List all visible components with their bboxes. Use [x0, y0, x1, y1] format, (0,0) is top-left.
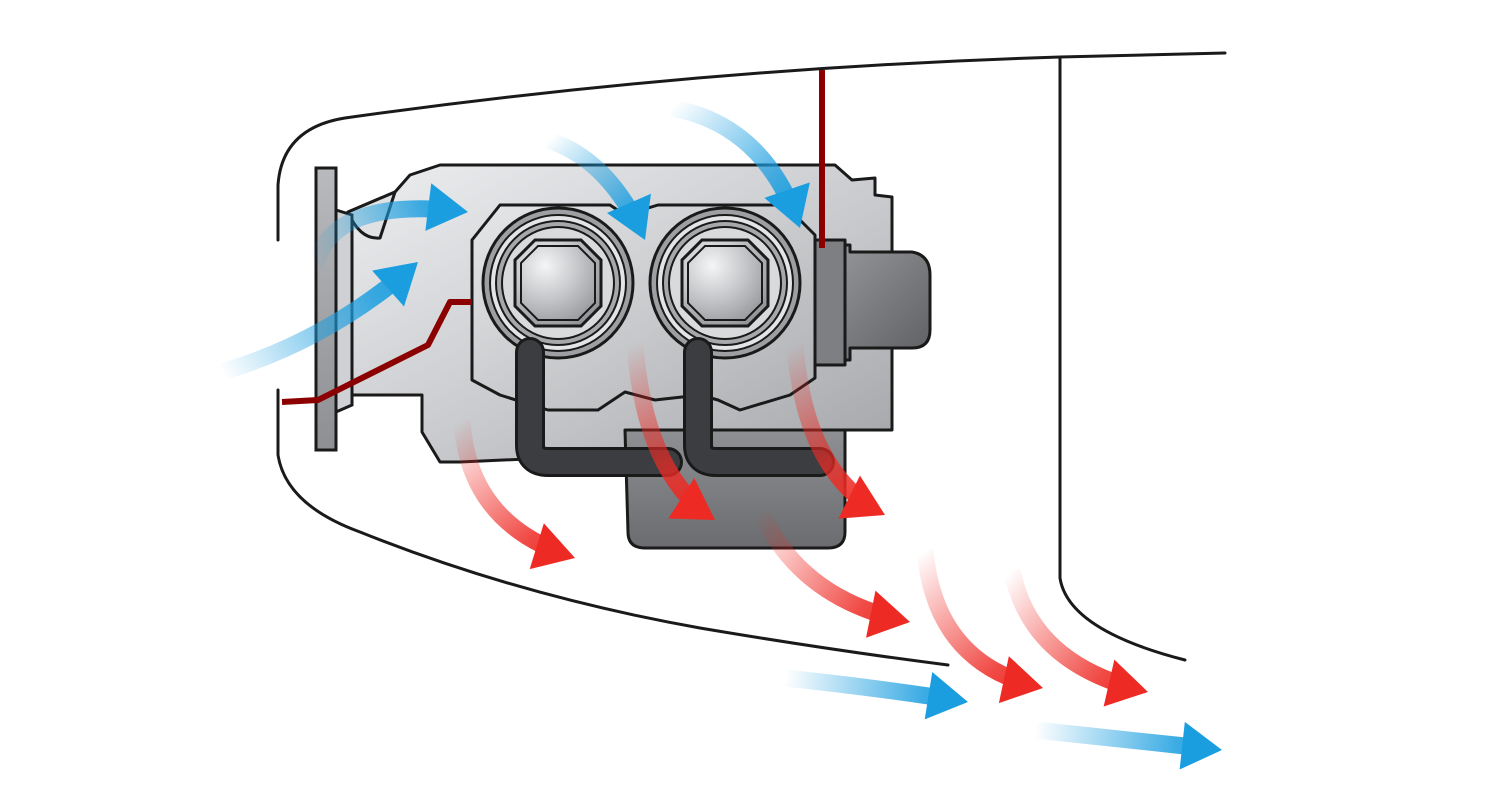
cool-airflow-arrow — [545, 131, 651, 240]
airflow-arrows — [219, 99, 1222, 770]
cowling-outline — [276, 51, 1227, 667]
exhaust-pipes — [515, 337, 835, 477]
flange-plate — [314, 166, 338, 452]
cool-airflow-arrow — [219, 262, 418, 381]
ignition-wire-front — [281, 299, 472, 405]
accessory-flange — [813, 238, 847, 367]
arrow-blue-icon — [425, 183, 468, 231]
hot-airflow-arrow — [626, 344, 715, 520]
arrow-red-icon — [1103, 659, 1148, 707]
arrow-shaft — [545, 131, 636, 213]
cylinder-right-cap — [680, 238, 770, 328]
arrow-blue-icon — [606, 193, 651, 240]
cylinder-left-cap — [513, 238, 603, 328]
hot-airflow-arrow — [752, 506, 910, 638]
arrow-shaft — [306, 200, 433, 271]
arrow-red-icon — [838, 475, 885, 519]
arrow-shaft — [453, 419, 546, 553]
hot-airflow-arrow — [453, 419, 575, 570]
cool-airflow-arrow — [784, 669, 968, 720]
arrow-red-icon — [866, 590, 910, 638]
cowling-bottom-edge — [276, 388, 950, 667]
arrow-shaft — [219, 279, 395, 381]
arrow-shaft — [786, 344, 861, 501]
cylinder-right — [648, 206, 802, 360]
ignition-wires — [281, 70, 825, 405]
cowling-top-edge — [276, 51, 1227, 242]
cowling-rear-edge — [1058, 55, 1187, 662]
cool-airflow-arrow — [306, 183, 468, 271]
arrow-blue-icon — [372, 262, 418, 307]
arrow-shaft — [1003, 568, 1116, 690]
arrow-blue-icon — [1179, 721, 1222, 770]
arrow-blue-icon — [924, 672, 968, 720]
arrow-shaft — [752, 506, 878, 621]
arrow-shaft — [1034, 721, 1186, 755]
arrow-red-icon — [668, 478, 715, 520]
cool-airflow-arrow — [670, 99, 810, 228]
cool-airflow-arrow — [1034, 721, 1222, 770]
arrow-shaft — [784, 669, 932, 705]
arrow-shaft — [670, 99, 794, 198]
hot-airflow-arrow — [1003, 568, 1148, 707]
hot-airflow-arrow — [786, 344, 885, 519]
arrow-red-icon — [529, 523, 575, 570]
cylinder-left — [481, 206, 635, 360]
arrow-shaft — [626, 344, 694, 502]
arrow-red-icon — [998, 656, 1043, 704]
arrow-blue-icon — [764, 182, 810, 228]
hot-airflow-arrow — [916, 549, 1043, 704]
arrow-shaft — [916, 549, 1011, 685]
